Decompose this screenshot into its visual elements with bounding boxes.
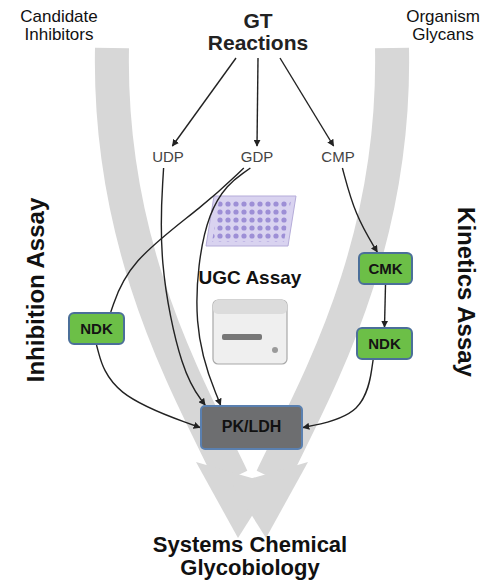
- assay-label: Kinetics Assay: [453, 207, 478, 377]
- reader-lid: [213, 300, 287, 314]
- plate-wells: [212, 200, 291, 242]
- reader-slot: [222, 334, 262, 340]
- assay-name: UGC Assay: [180, 268, 320, 288]
- enzyme-box: NDK: [356, 327, 413, 360]
- node-text: CMK: [368, 261, 402, 277]
- band-arrowhead: [196, 462, 272, 538]
- reader-button: [272, 347, 278, 353]
- plate-body: [206, 196, 296, 246]
- flow-connector: [97, 345, 201, 428]
- source-heading: GT Reactions: [203, 6, 313, 58]
- flow-connector: [111, 168, 244, 312]
- band-arrowhead: [232, 462, 308, 538]
- node-text: NDK: [368, 336, 401, 352]
- input-label: Organism Glycans: [390, 8, 496, 44]
- flow-connector: [257, 58, 258, 146]
- assay-label: Inhibition Assay: [23, 198, 48, 382]
- node-text: NDK: [80, 321, 113, 337]
- node-text: GT Reactions: [203, 10, 313, 54]
- outcome-label: Systems Chemical Glycobiology: [130, 533, 370, 579]
- node-text: PK/LDH: [222, 419, 282, 436]
- microplate-icon: [206, 196, 296, 246]
- enzyme-box: CMK: [358, 252, 413, 285]
- flow-connector: [280, 58, 334, 146]
- plate-reader-icon: [213, 300, 287, 364]
- input-label: Candidate Inhibitors: [8, 8, 110, 44]
- nucleotide-label: CMP: [316, 146, 360, 168]
- node-text: GDP: [241, 149, 274, 165]
- node-text: UDP: [152, 149, 184, 165]
- reader-body: [213, 300, 287, 364]
- node-text: CMP: [321, 149, 354, 165]
- nucleotide-label: GDP: [235, 146, 279, 168]
- detection-box: PK/LDH: [200, 405, 303, 450]
- enzyme-box: NDK: [68, 312, 125, 345]
- flow-connector: [303, 360, 373, 428]
- flow-connector: [342, 168, 377, 252]
- flow-connector: [172, 58, 236, 146]
- flow-connector: [385, 285, 386, 327]
- nucleotide-label: UDP: [146, 146, 190, 168]
- flow-connector: [161, 168, 205, 405]
